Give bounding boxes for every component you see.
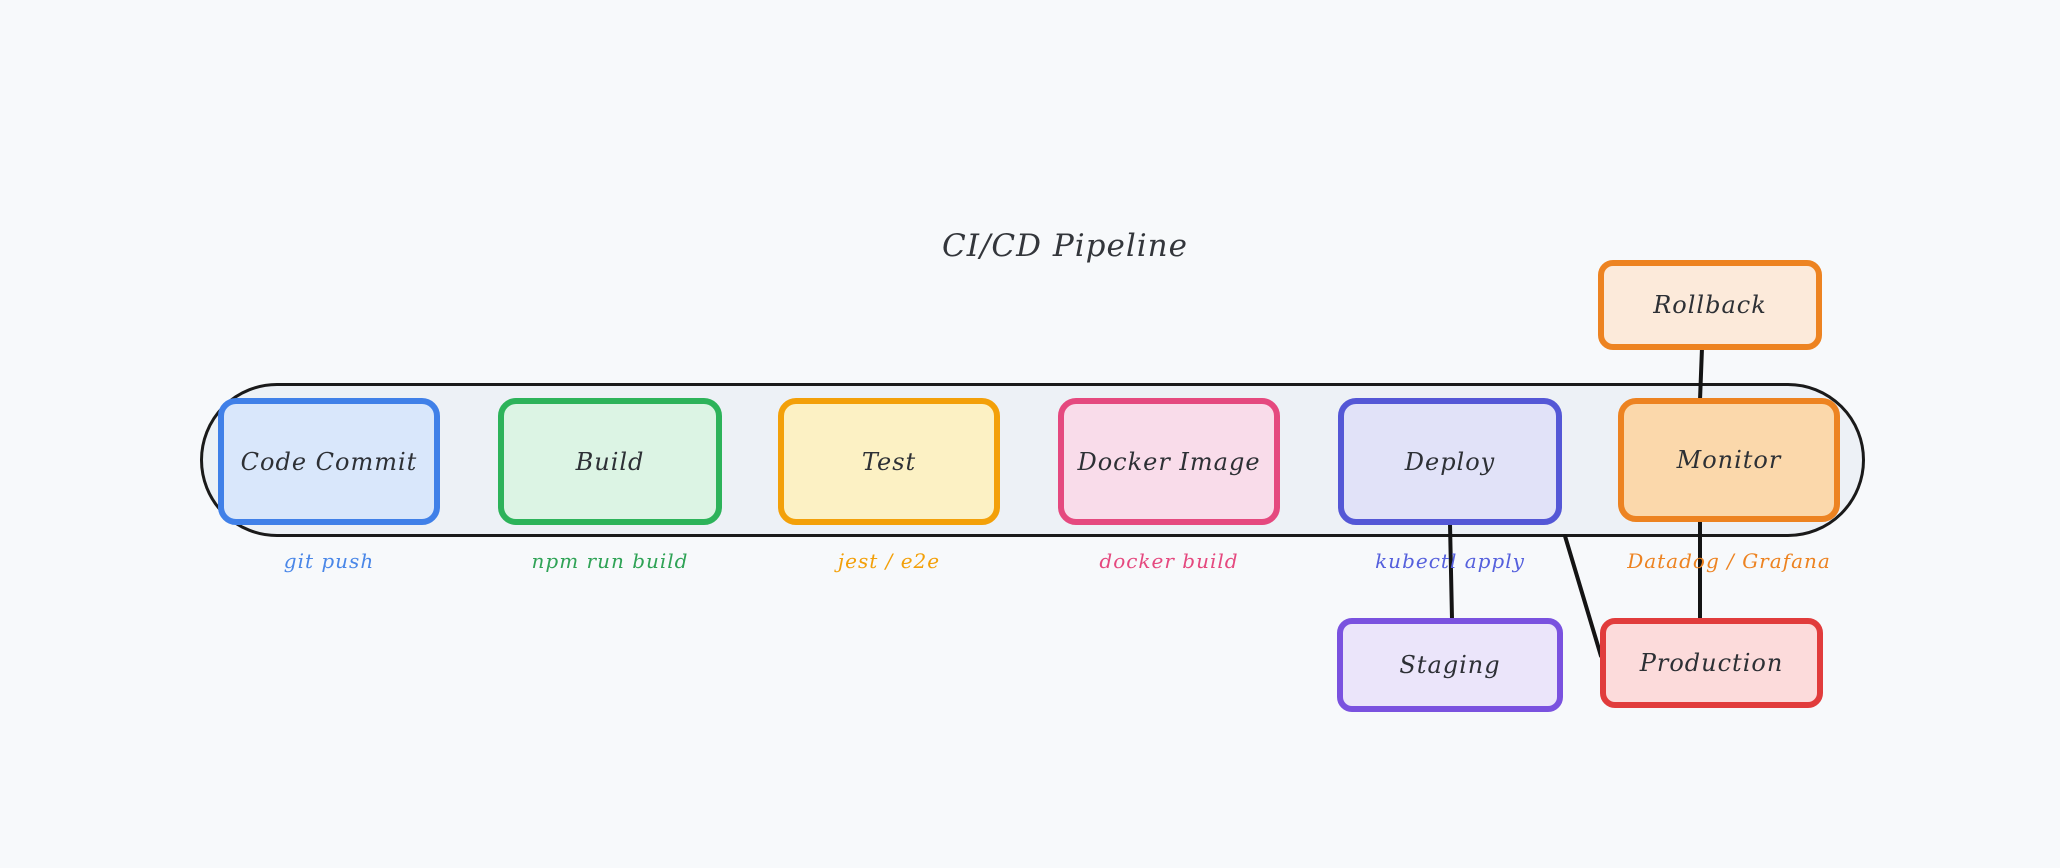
stage-deploy: Deploy bbox=[1338, 398, 1562, 525]
stage-label: Build bbox=[575, 447, 645, 476]
sublabel-build: npm run build bbox=[531, 549, 689, 573]
stage-build: Build bbox=[498, 398, 722, 525]
sublabel-code-commit: git push bbox=[283, 549, 375, 573]
stage-test: Test bbox=[778, 398, 1000, 525]
stage-label: Test bbox=[861, 447, 917, 476]
sublabel-docker-image: docker build bbox=[1099, 549, 1239, 573]
node-staging: Staging bbox=[1337, 618, 1563, 712]
stage-label: Monitor bbox=[1676, 446, 1782, 474]
stage-label: Docker Image bbox=[1077, 447, 1261, 476]
node-label: Staging bbox=[1399, 651, 1501, 679]
stage-label: Code Commit bbox=[240, 447, 418, 476]
sublabel-deploy: kubectl apply bbox=[1375, 549, 1525, 573]
node-label: Rollback bbox=[1653, 291, 1767, 319]
pipeline-container bbox=[200, 383, 1865, 537]
sublabel-test: jest / e2e bbox=[837, 549, 941, 573]
stage-label: Deploy bbox=[1404, 447, 1496, 476]
node-production: Production bbox=[1600, 618, 1823, 708]
stage-monitor: Monitor bbox=[1618, 398, 1840, 522]
stage-docker-image: Docker Image bbox=[1058, 398, 1280, 525]
diagram-title: CI/CD Pipeline bbox=[942, 228, 1188, 264]
node-label: Production bbox=[1639, 649, 1784, 677]
sublabel-monitor: Datadog / Grafana bbox=[1627, 549, 1831, 573]
stage-code-commit: Code Commit bbox=[218, 398, 440, 525]
node-rollback: Rollback bbox=[1598, 260, 1822, 350]
